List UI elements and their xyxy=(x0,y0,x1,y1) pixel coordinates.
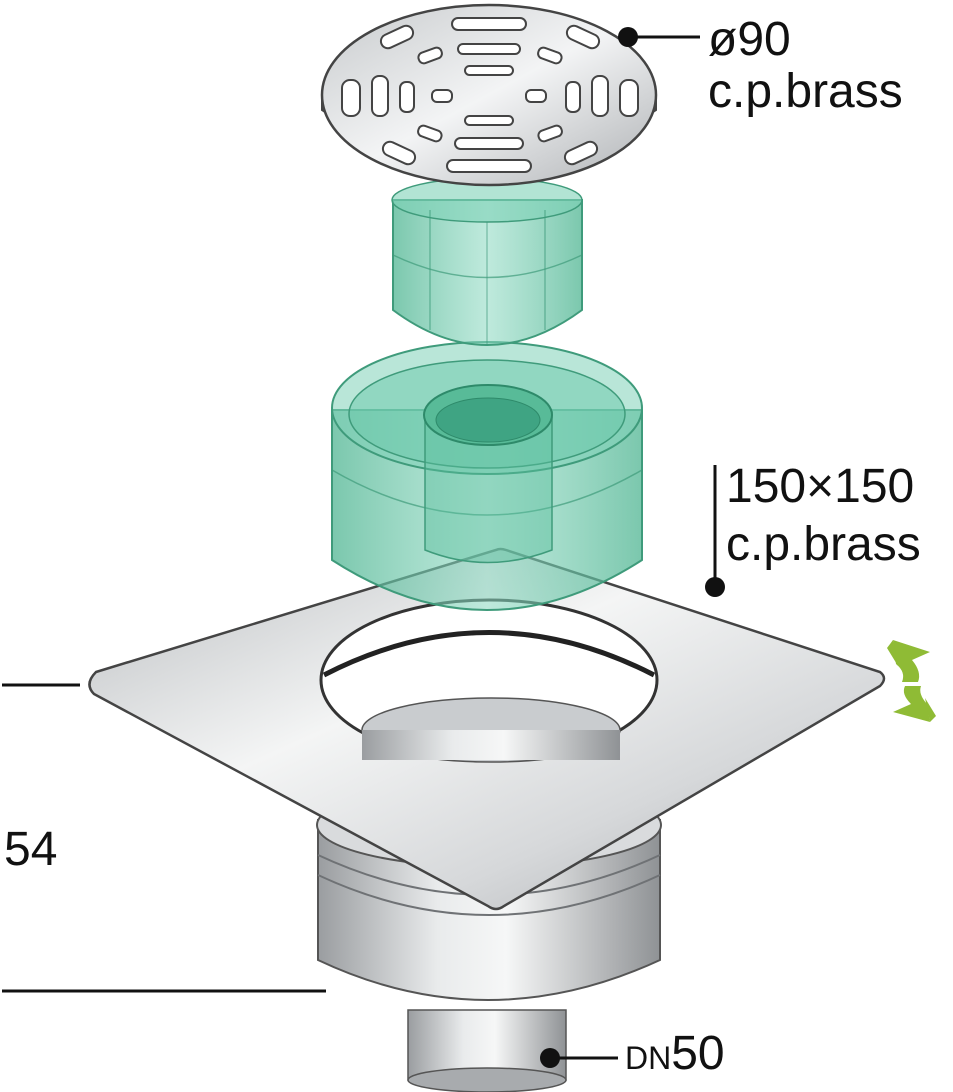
grate-size: ø90 xyxy=(708,13,791,66)
outlet-prefix: DN xyxy=(625,1040,672,1076)
plate-leader xyxy=(705,465,725,597)
square-plate xyxy=(88,547,886,911)
height-dimension: 54 xyxy=(4,823,58,876)
round-grate xyxy=(320,3,658,187)
plate-material: c.p.brass xyxy=(726,518,921,571)
plate-label: 150×150 c.p.brass xyxy=(726,463,921,579)
water-trap-bowl xyxy=(331,341,643,611)
outlet-label: DN50 xyxy=(625,1030,725,1078)
outlet-size: 50 xyxy=(671,1027,725,1080)
outlet-pipe xyxy=(407,1009,567,1092)
grate-label: ø90 c.p.brass xyxy=(708,16,903,120)
grate-material: c.p.brass xyxy=(708,65,903,118)
grate-leader xyxy=(618,27,700,47)
outlet-leader xyxy=(540,1048,618,1068)
plate-size: 150×150 xyxy=(726,460,915,513)
rotation-arrow-icon xyxy=(887,640,936,722)
upper-insert xyxy=(391,177,583,346)
